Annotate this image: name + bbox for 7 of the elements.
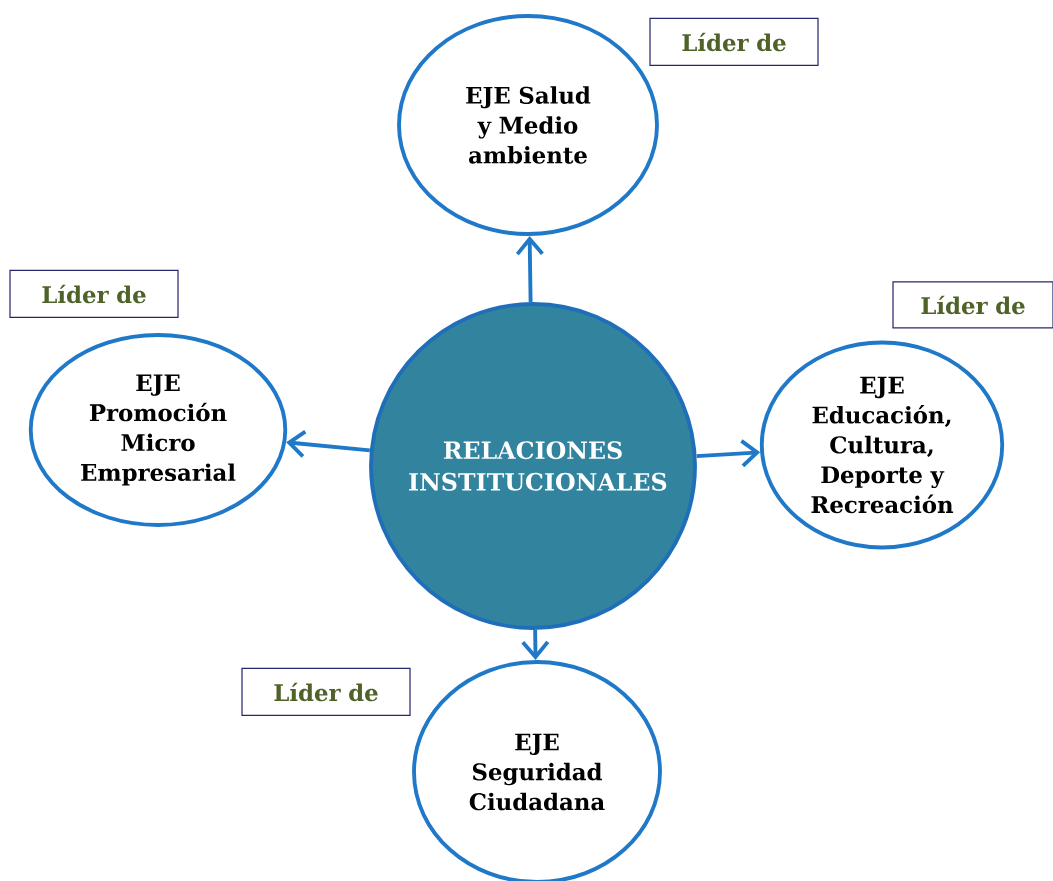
arrow [515,235,544,303]
label-box: Líder de [649,17,819,67]
arrow [696,439,761,468]
label-box: Líder de [241,667,411,717]
label-box: Líder de [892,281,1053,329]
arrow [286,429,370,458]
label-box: Líder de [9,269,179,319]
